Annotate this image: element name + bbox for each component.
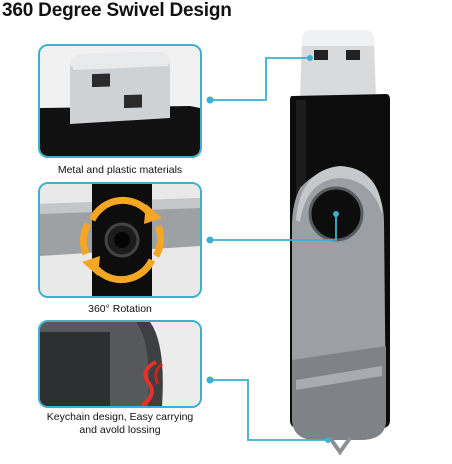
keyring-loop <box>328 436 352 456</box>
feature-panel-rotation <box>38 182 202 298</box>
keychain-icon <box>40 322 200 406</box>
feature-caption-materials: Metal and plastic materials <box>57 164 183 176</box>
swivel-cover <box>292 166 386 440</box>
usb-plug <box>300 30 376 98</box>
usb-connector-icon <box>40 46 200 156</box>
rotation-arrows-icon <box>40 184 200 296</box>
callout-lines <box>210 57 337 441</box>
feature-panel-materials <box>38 44 202 158</box>
feature-caption-keychain-line-2: and avold lossing <box>79 424 161 436</box>
feature-panel-keychain <box>38 320 202 408</box>
feature-caption-rotation: 360° Rotation <box>88 303 152 315</box>
feature-caption-keychain-line-1: Keychain design, Easy carrying <box>46 411 194 423</box>
page-title: 360 Degree Swivel Design <box>2 0 232 21</box>
callout-dots <box>206 55 339 443</box>
